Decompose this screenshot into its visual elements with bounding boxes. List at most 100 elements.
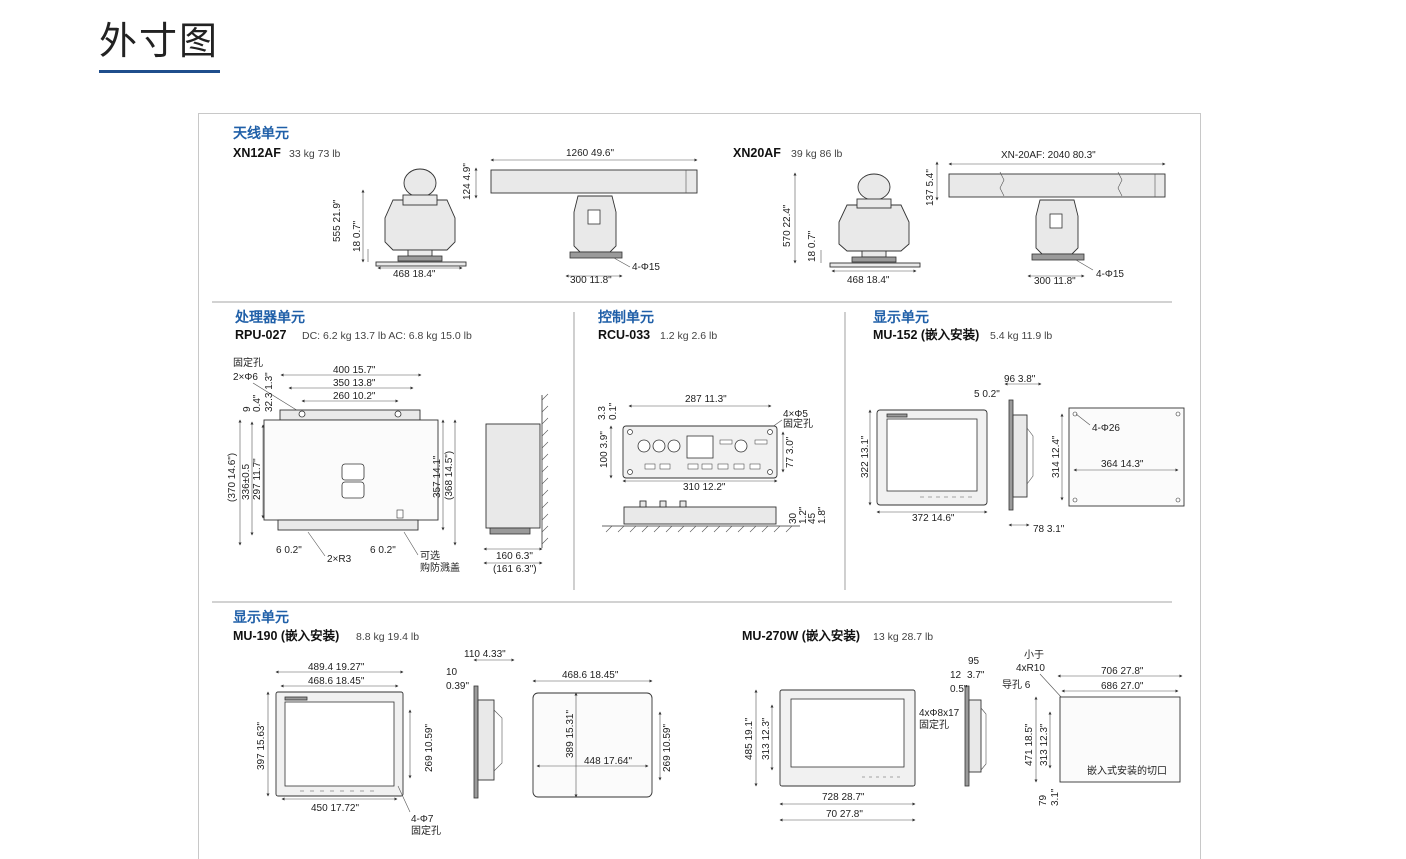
xn20-side-view	[948, 171, 1166, 261]
rpu-r3: 2×R3	[327, 554, 352, 565]
mu270-cutout-label: 嵌入式安装的切口	[1087, 764, 1167, 777]
rpu-option: 可选	[420, 549, 440, 562]
xn20-height: 570 22.4"	[782, 204, 793, 247]
mu270-cutout	[1059, 696, 1181, 783]
rpu-w400: 400 15.7"	[333, 365, 376, 376]
mu270-guide: 导孔 6	[1002, 679, 1031, 691]
rcu-holes: 4×Φ5	[783, 409, 808, 420]
mu152-holes: 4-Φ26	[1092, 423, 1120, 434]
mu270-c706: 706 27.8"	[1101, 666, 1144, 677]
mu270-small: 小于	[1024, 649, 1044, 661]
xn20-front-view	[829, 173, 921, 268]
rcu-hole-label: 固定孔	[783, 417, 813, 430]
rpu-w350: 350 13.8"	[333, 378, 376, 389]
rpu-b6-right: 6 0.2"	[370, 545, 396, 556]
processor-model: RPU-027	[235, 328, 286, 342]
rpu-h297: 297 11.7"	[252, 458, 263, 500]
mu190-d10: 10	[446, 667, 458, 678]
rpu-option-2: 购防溅盖	[420, 561, 460, 574]
mu270-d37: 3.7"	[967, 670, 985, 681]
xn12-top-dim: 124 4.9"	[462, 163, 473, 200]
control-weight: 1.2 kg 2.6 lb	[660, 330, 717, 342]
mu270-w728: 728 28.7"	[822, 792, 865, 803]
mu190-d110: 110 4.33"	[464, 649, 506, 660]
mu270-c79: 79	[1038, 794, 1049, 806]
antenna-section-title: 天线单元	[233, 125, 289, 141]
mu190-d039: 0.39"	[446, 681, 469, 692]
mu270-d12: 12	[950, 670, 962, 681]
mu270-side-view	[964, 685, 987, 787]
mu270-c31: 3.1"	[1050, 788, 1061, 806]
mu152-h322: 322 13.1"	[860, 435, 871, 478]
title-underline	[99, 70, 220, 73]
mu190-hole-label: 固定孔	[411, 824, 441, 837]
rpu-hole-count: 2×Φ6	[233, 372, 258, 383]
mu190-w489: 489.4 19.27"	[308, 662, 365, 673]
rpu-h357: 357 14.1"	[432, 455, 443, 498]
mu270-d95: 95	[968, 656, 980, 667]
mu270-model: MU-270W (嵌入安装)	[742, 628, 860, 643]
rpu-h370: (370 14.6")	[227, 453, 238, 502]
mu152-c314: 314 12.4"	[1051, 435, 1062, 478]
mu190-cutout	[532, 692, 653, 798]
rpu-hole-label: 固定孔	[233, 356, 263, 369]
rcu-side-view	[602, 500, 800, 533]
processor-weight: DC: 6.2 kg 13.7 lb AC: 6.8 kg 15.0 lb	[302, 330, 472, 342]
mu190-model: MU-190 (嵌入安装)	[233, 628, 339, 643]
mu152-w372: 372 14.6"	[912, 513, 955, 524]
rpu-h9: 9	[242, 406, 253, 412]
mu270-c471: 471 18.5"	[1024, 723, 1035, 766]
mu152-cutout	[1068, 407, 1185, 507]
mu270-front-view	[779, 689, 916, 787]
xn12-width: 468 18.4"	[393, 269, 436, 280]
mu270-c686: 686 27.0"	[1101, 681, 1144, 692]
mu190-c468: 468.6 18.45"	[562, 670, 619, 681]
mu152-d96: 96 3.8"	[1004, 374, 1036, 385]
xn20-top-dim: 137 5.4"	[925, 169, 936, 206]
rpu-h336: 336±0.5	[241, 463, 252, 500]
rcu-t01: 0.1"	[608, 402, 619, 420]
mu190-front-view	[275, 691, 404, 797]
xn20-width: 468 18.4"	[847, 275, 890, 286]
mu190-weight: 8.8 kg 19.4 lb	[356, 631, 419, 643]
mu152-model: MU-152 (嵌入安装)	[873, 327, 979, 342]
control-model: RCU-033	[598, 328, 650, 342]
rcu-h100: 100 3.9"	[599, 431, 610, 468]
mu190-h269: 269 10.59"	[424, 724, 435, 772]
rpu-h13: 32.3 1.3"	[264, 372, 275, 412]
rpu-h04: 0.4"	[252, 394, 263, 412]
mu152-section-title: 显示单元	[873, 309, 929, 325]
xn12-front-view	[375, 168, 467, 267]
rpu-h368: (368 14.5")	[444, 451, 455, 500]
mu190-w468: 468.6 18.45"	[308, 676, 365, 687]
mu190-side-view	[473, 685, 503, 799]
xn20-base-dim: 18 0.7"	[807, 230, 818, 262]
rpu-side-view	[485, 393, 549, 548]
xn20-weight: 39 kg 86 lb	[791, 148, 843, 160]
page-title: 外寸图	[99, 19, 220, 63]
rcu-front-view	[622, 425, 778, 479]
mu190-h397: 397 15.63"	[256, 722, 267, 770]
display-large-section-title: 显示单元	[233, 609, 289, 625]
mu270-weight: 13 kg 28.7 lb	[873, 631, 933, 643]
xn12-holes: 4-Φ15	[632, 262, 660, 273]
xn12-mount: 300 11.8"	[570, 275, 612, 286]
mu190-c448: 448 17.64"	[584, 756, 632, 767]
mu190-c389: 389 15.31"	[565, 710, 576, 758]
processor-section-title: 处理器单元	[234, 309, 305, 325]
mu270-hole-label: 固定孔	[919, 718, 949, 731]
mu152-d5: 5 0.2"	[974, 389, 1000, 400]
mu152-front-view	[876, 409, 988, 506]
rcu-d30: 30	[788, 512, 799, 524]
mu152-d78: 78 3.1"	[1033, 524, 1065, 535]
rcu-t33: 3.3	[597, 406, 608, 420]
xn20-model: XN20AF	[733, 146, 781, 160]
mu270-r10: 4xR10	[1016, 663, 1045, 674]
mu190-holes: 4-Φ7	[411, 814, 434, 825]
mu190-w450: 450 17.72"	[311, 803, 359, 814]
mu190-c269: 269 10.59"	[662, 724, 673, 772]
rcu-d45: 45	[807, 512, 818, 524]
control-section-title: 控制单元	[598, 309, 654, 325]
mu152-c364: 364 14.3"	[1101, 459, 1144, 470]
